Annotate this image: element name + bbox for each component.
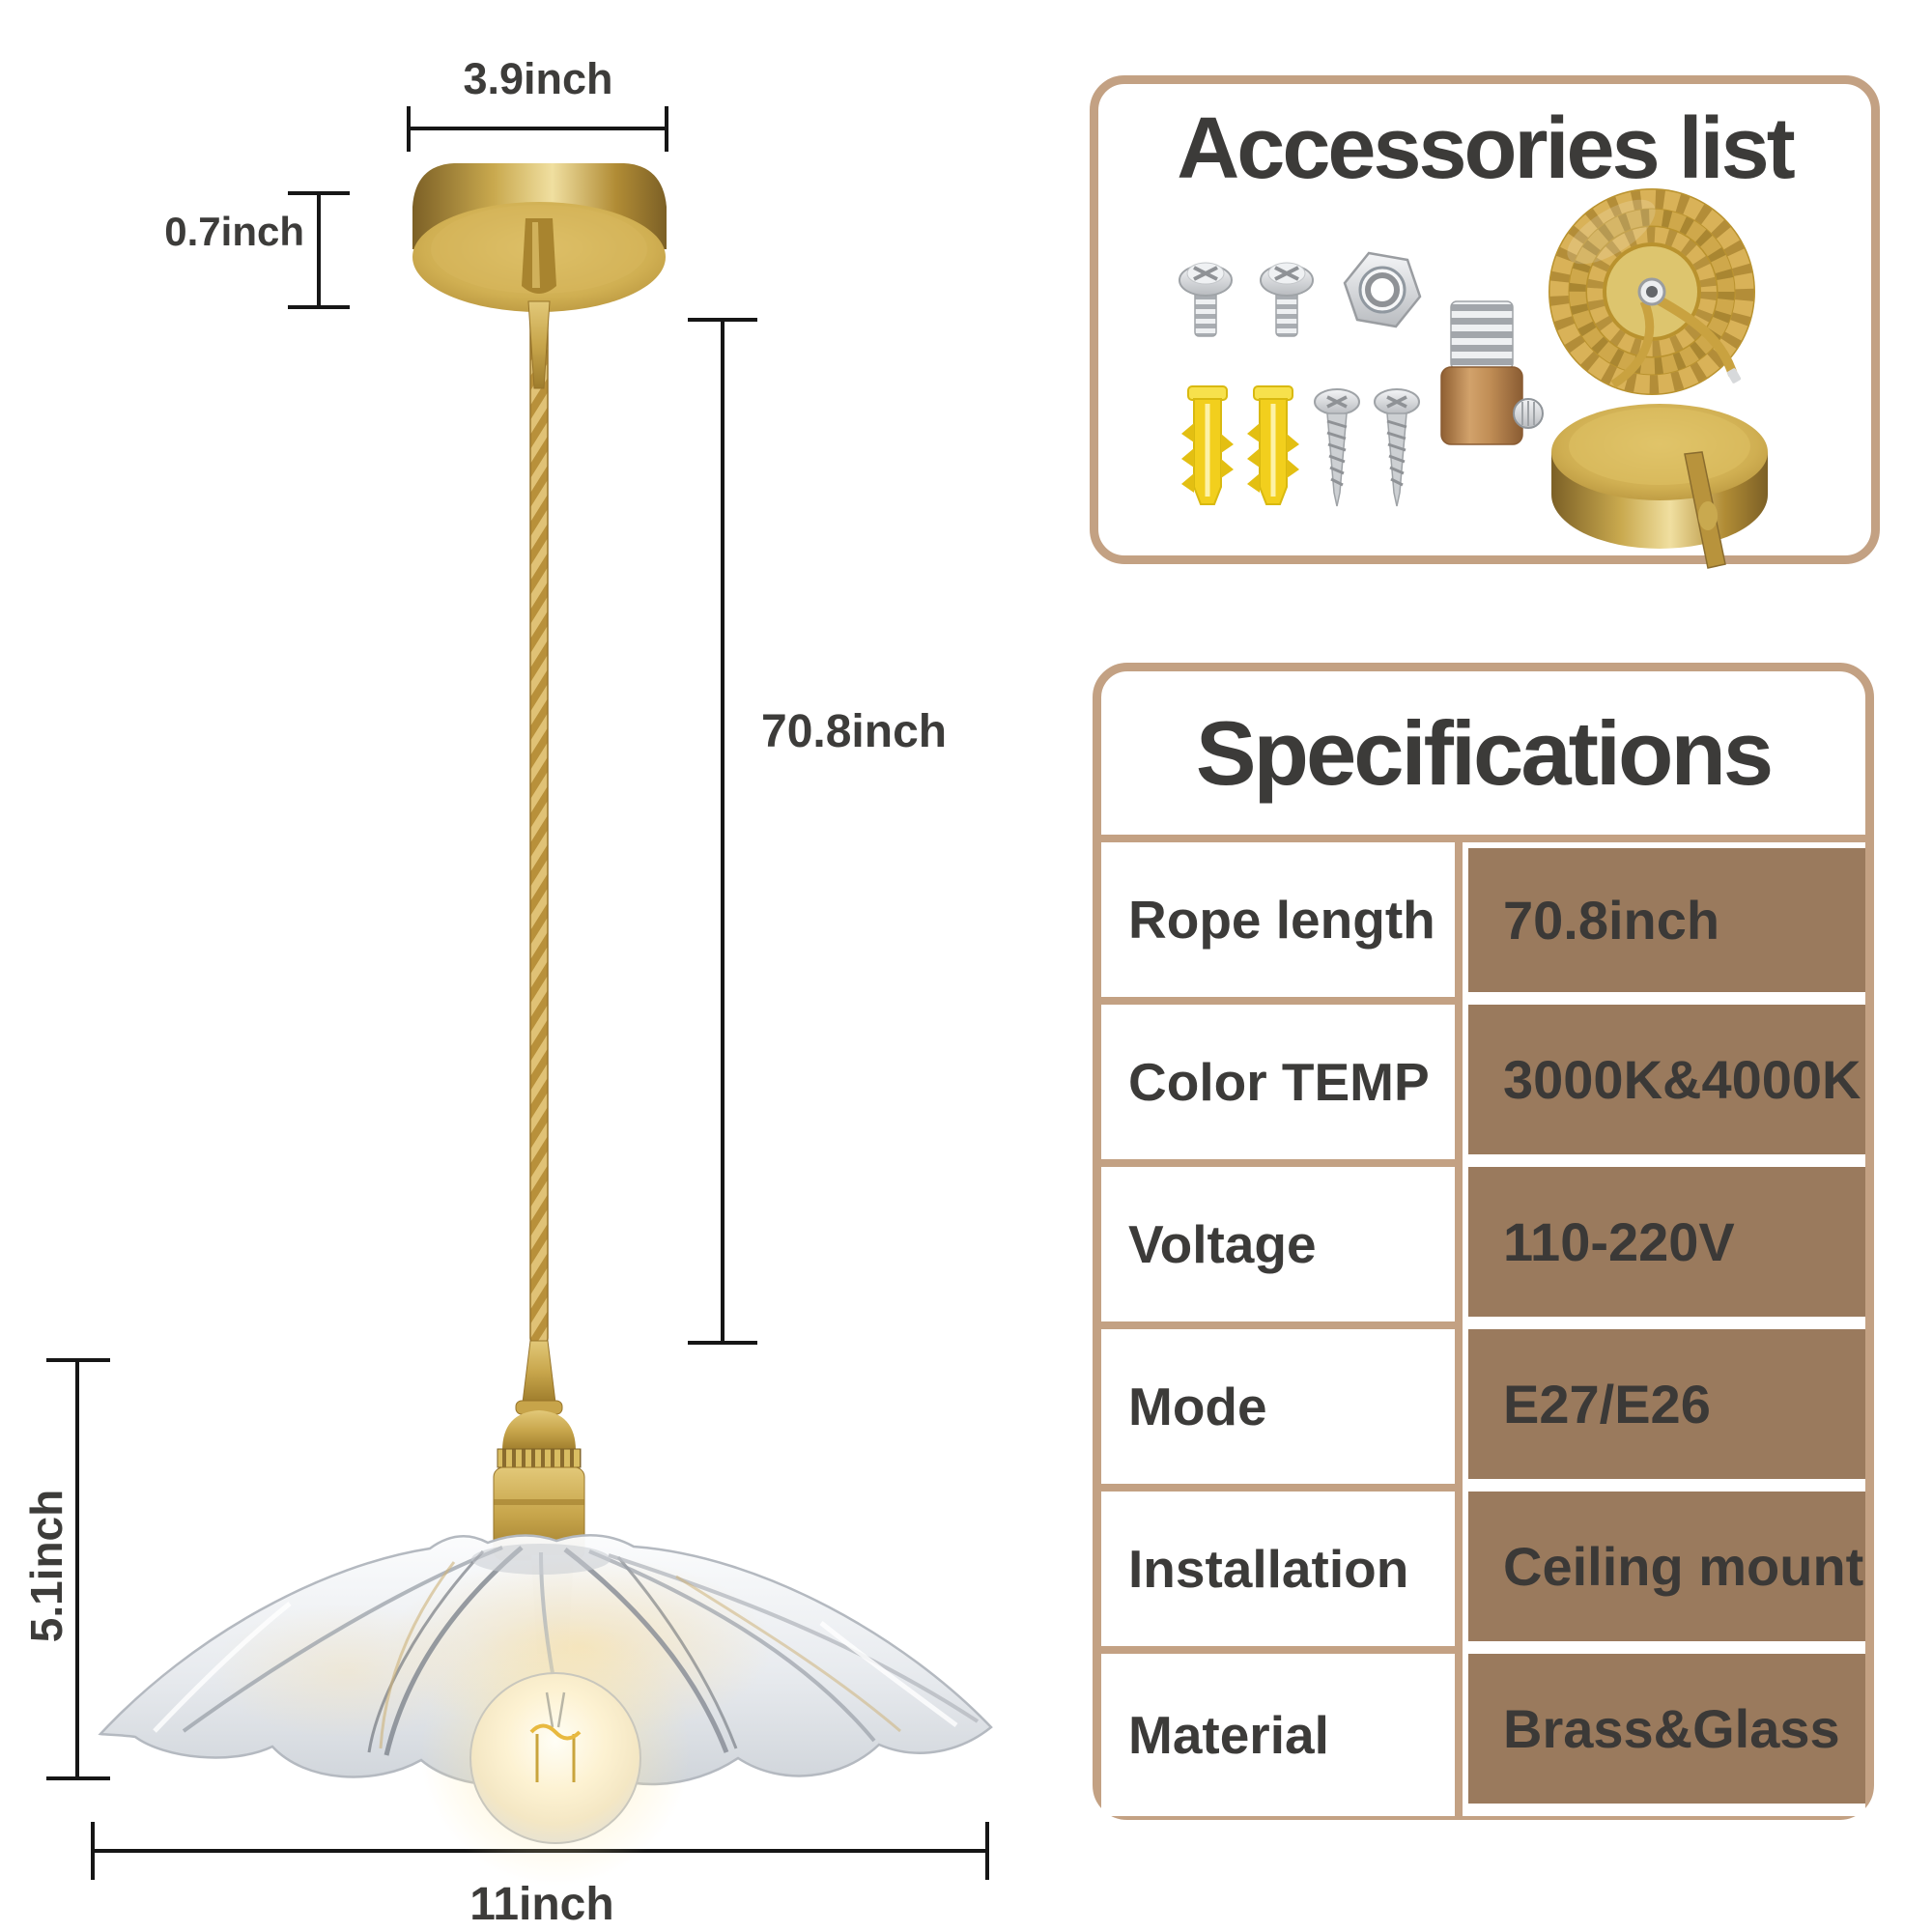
spec-row-label: Installation — [1101, 1492, 1463, 1654]
glass-shade — [98, 1533, 993, 1787]
spec-row-value: 70.8inch — [1463, 842, 1865, 1005]
twisted-cord — [529, 289, 549, 1347]
table-row: Voltage 110-220V — [1101, 1167, 1865, 1329]
spec-row-value: 110-220V — [1463, 1167, 1865, 1329]
canopy-height-dimension-label: 0.7inch — [164, 209, 304, 254]
shade-height-dimension-label: 5.1inch — [21, 1489, 71, 1643]
spec-row-label: Mode — [1101, 1329, 1463, 1492]
canopy-width-dimension-label: 3.9inch — [463, 54, 613, 103]
spec-row-value: Brass&Glass — [1463, 1654, 1865, 1816]
table-row: Color TEMP 3000K&4000K — [1101, 1005, 1865, 1167]
accessories-panel-title: Accessories list — [1177, 100, 1795, 197]
spec-row-value: 3000K&4000K — [1463, 1005, 1865, 1167]
spec-row-label: Rope length — [1101, 842, 1463, 1005]
spec-row-value: Ceiling mount — [1463, 1492, 1865, 1654]
shade-diameter-dimension-label: 11inch — [469, 1879, 614, 1930]
table-row: Material Brass&Glass — [1101, 1654, 1865, 1816]
spec-row-label: Color TEMP — [1101, 1005, 1463, 1167]
ceiling-canopy — [412, 163, 667, 389]
spec-row-label: Material — [1101, 1654, 1463, 1816]
table-row: Mode E27/E26 — [1101, 1329, 1865, 1492]
accessories-panel: Accessories list — [1090, 75, 1880, 564]
specifications-panel-title: Specifications — [1195, 702, 1774, 804]
table-row: Installation Ceiling mount — [1101, 1492, 1865, 1654]
rope-length-dimension-label: 70.8inch — [761, 706, 948, 757]
lamp-socket — [493, 1340, 585, 1561]
spec-row-value: E27/E26 — [1463, 1329, 1865, 1492]
table-row: Rope length 70.8inch — [1101, 842, 1865, 1005]
specifications-panel: Specifications Rope length 70.8inch Colo… — [1093, 663, 1874, 1820]
bulb-neck — [531, 1555, 574, 1654]
spec-row-label: Voltage — [1101, 1167, 1463, 1329]
dimension-lines — [46, 106, 989, 1880]
specifications-table: Rope length 70.8inch Color TEMP 3000K&40… — [1101, 835, 1865, 1816]
light-bulb — [420, 1615, 691, 1886]
